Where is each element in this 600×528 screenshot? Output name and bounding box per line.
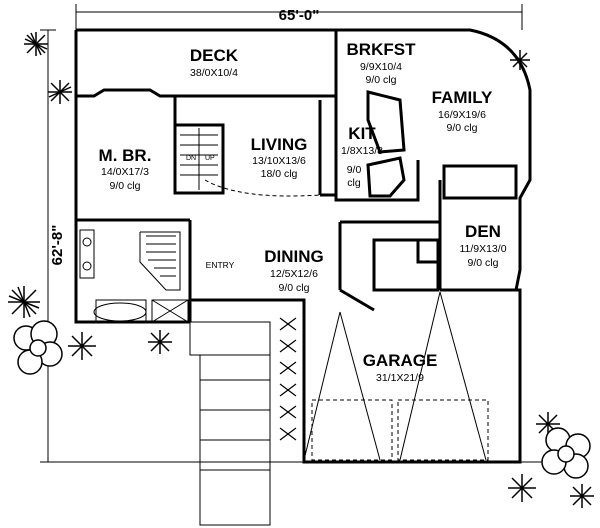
shrub-icon bbox=[148, 330, 172, 354]
width-dimension-label: 65'-0" bbox=[279, 7, 320, 24]
room-size: 1/8X13/8 bbox=[341, 145, 383, 157]
interior-walls bbox=[76, 90, 518, 322]
shrub-icon bbox=[508, 474, 536, 502]
hedge-icon bbox=[279, 317, 297, 441]
tree-icon bbox=[541, 427, 591, 479]
room-ceiling: 9/0 clg bbox=[366, 74, 397, 86]
room-garage: GARAGE 31/1X21/9 bbox=[363, 351, 438, 384]
room-size: 13/10X13/6 bbox=[252, 155, 306, 167]
room-ceiling: 9/0 clg bbox=[447, 122, 478, 134]
room-ceiling: 9/0 bbox=[347, 164, 362, 176]
room-size: 11/9X13/0 bbox=[459, 243, 506, 255]
room-name: LIVING bbox=[251, 135, 308, 154]
shrub-icon bbox=[68, 332, 96, 360]
shrub-icon bbox=[510, 50, 530, 70]
room-name: KIT bbox=[348, 124, 376, 143]
room-name: DINING bbox=[264, 247, 324, 266]
landscaping bbox=[8, 32, 594, 508]
shrub-icon bbox=[24, 32, 48, 56]
stairs: DN UP bbox=[180, 128, 218, 190]
room-ceiling: 9/0 clg bbox=[110, 180, 141, 192]
width-dimension: 65'-0" bbox=[75, 4, 523, 30]
room-size: 14/0X17/3 bbox=[101, 166, 149, 178]
room-kit: KIT 1/8X13/8 9/0 clg bbox=[341, 124, 383, 189]
front-walk bbox=[189, 321, 271, 526]
stairs-down-label: DN bbox=[186, 155, 196, 162]
shrub-icon bbox=[8, 286, 40, 318]
room-ceiling: 9/0 clg bbox=[279, 282, 310, 294]
room-living: LIVING 13/10X13/6 18/0 clg bbox=[251, 135, 308, 180]
room-mbr: M. BR. 14/0X17/3 9/0 clg bbox=[99, 146, 152, 192]
room-ceiling: 18/0 clg bbox=[261, 168, 298, 180]
room-size: 12/5X12/6 bbox=[270, 268, 318, 280]
room-size: 9/9X10/4 bbox=[360, 61, 402, 73]
room-name: M. BR. bbox=[99, 146, 152, 165]
room-size: 38/0X10/4 bbox=[190, 67, 238, 79]
room-name: GARAGE bbox=[363, 351, 438, 370]
depth-dimension-label: 62'-8" bbox=[49, 225, 66, 266]
room-size: 16/9X19/6 bbox=[438, 109, 486, 121]
stairs-up-label: UP bbox=[205, 155, 215, 162]
tree-icon bbox=[13, 320, 63, 375]
room-size: 31/1X21/9 bbox=[376, 372, 424, 384]
garage-roof-lines bbox=[303, 291, 489, 461]
room-entry: ENTRY bbox=[206, 260, 235, 270]
room-den: DEN 11/9X13/0 9/0 clg bbox=[459, 222, 506, 269]
shrub-icon bbox=[48, 80, 72, 104]
room-name: BRKFST bbox=[347, 40, 417, 59]
room-name: DEN bbox=[465, 222, 501, 241]
room-ceiling: 9/0 clg bbox=[468, 257, 499, 269]
master-bath bbox=[79, 229, 189, 323]
room-name: FAMILY bbox=[432, 88, 493, 107]
room-name: ENTRY bbox=[206, 260, 235, 270]
room-family: FAMILY 16/9X19/6 9/0 clg bbox=[432, 88, 493, 134]
room-dining: DINING 12/5X12/6 9/0 clg bbox=[264, 247, 324, 294]
room-deck: DECK 38/0X10/4 bbox=[190, 46, 239, 79]
room-name: DECK bbox=[190, 46, 239, 65]
room-ceiling-unit: clg bbox=[347, 177, 361, 189]
room-brkfst: BRKFST 9/9X10/4 9/0 clg bbox=[347, 40, 417, 86]
living-ceiling-line bbox=[204, 179, 321, 197]
shrub-icon bbox=[570, 484, 594, 508]
